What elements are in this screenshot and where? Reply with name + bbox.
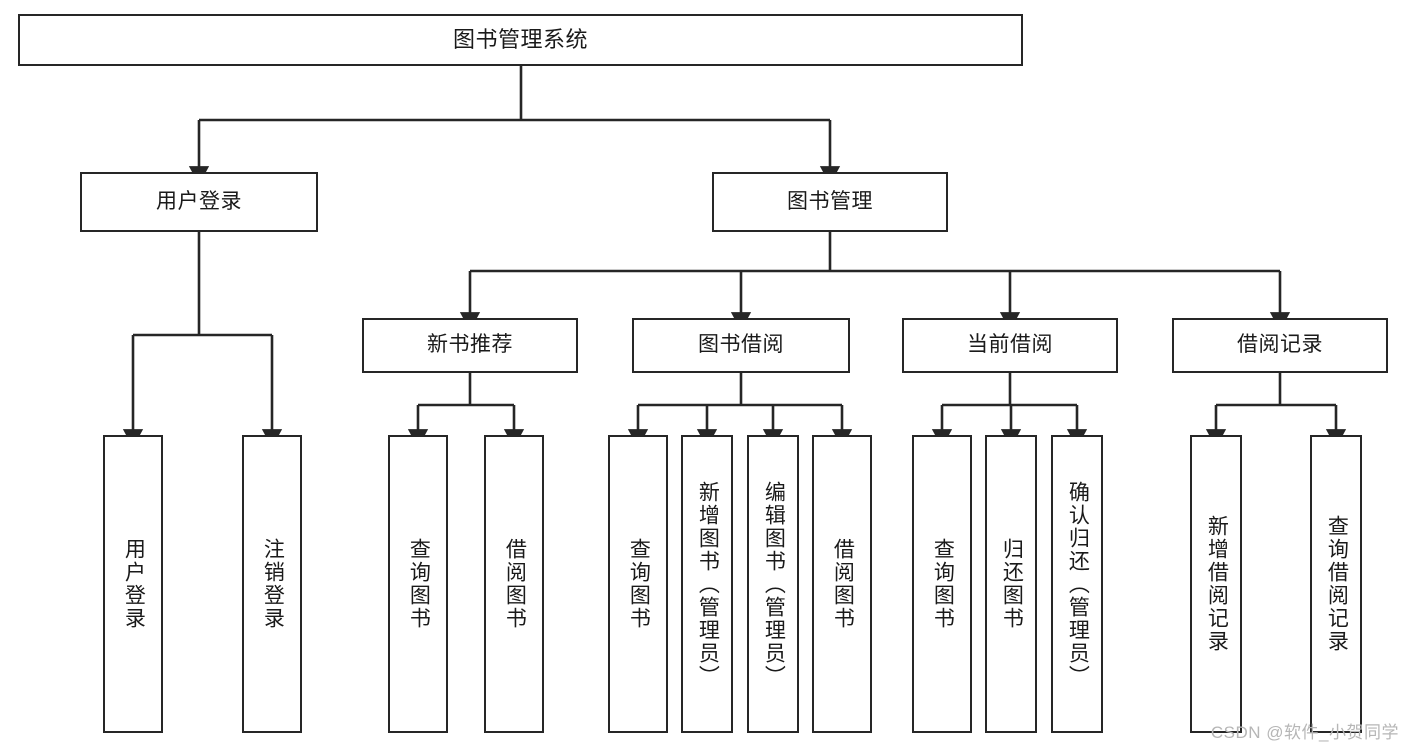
node-label-book-borrow: 图书借阅 <box>698 333 784 357</box>
node-label-leaf-q-book-1: 查询图书 <box>407 538 431 630</box>
node-user-login[interactable]: 用户登录 <box>80 172 318 232</box>
node-label-leaf-edit-book: 编辑图书（管理员） <box>762 480 786 688</box>
node-leaf-add-book[interactable]: 新增图书（管理员） <box>681 435 733 733</box>
node-leaf-q-book-1[interactable]: 查询图书 <box>388 435 448 733</box>
node-label-user-login: 用户登录 <box>156 189 242 213</box>
node-label-borrow-record: 借阅记录 <box>1237 333 1323 357</box>
node-leaf-borrow-2[interactable]: 借阅图书 <box>812 435 872 733</box>
node-label-leaf-user-login: 用户登录 <box>122 538 146 630</box>
node-leaf-borrow-1[interactable]: 借阅图书 <box>484 435 544 733</box>
node-label-leaf-borrow-1: 借阅图书 <box>503 538 527 630</box>
node-leaf-edit-book[interactable]: 编辑图书（管理员） <box>747 435 799 733</box>
node-book-manage[interactable]: 图书管理 <box>712 172 948 232</box>
node-borrow-record[interactable]: 借阅记录 <box>1172 318 1388 373</box>
watermark-label: CSDN @软件_小贺同学 <box>1210 723 1399 742</box>
node-label-root: 图书管理系统 <box>452 27 588 53</box>
node-label-leaf-add-rec: 新增借阅记录 <box>1205 515 1229 653</box>
node-label-leaf-q-book-2: 查询图书 <box>627 538 651 630</box>
node-label-leaf-return: 归还图书 <box>1000 538 1024 630</box>
node-label-current-borrow: 当前借阅 <box>967 333 1053 357</box>
node-label-leaf-conf-ret: 确认归还（管理员） <box>1066 480 1090 688</box>
node-leaf-q-rec[interactable]: 查询借阅记录 <box>1310 435 1362 733</box>
node-leaf-user-login[interactable]: 用户登录 <box>103 435 163 733</box>
node-new-book-rec[interactable]: 新书推荐 <box>362 318 578 373</box>
node-leaf-logout[interactable]: 注销登录 <box>242 435 302 733</box>
node-label-leaf-logout: 注销登录 <box>261 538 285 630</box>
node-leaf-add-rec[interactable]: 新增借阅记录 <box>1190 435 1242 733</box>
node-label-leaf-borrow-2: 借阅图书 <box>831 538 855 630</box>
node-label-leaf-q-book-3: 查询图书 <box>931 538 955 630</box>
node-label-book-manage: 图书管理 <box>787 189 873 213</box>
node-leaf-q-book-2[interactable]: 查询图书 <box>608 435 668 733</box>
node-root[interactable]: 图书管理系统 <box>18 14 1023 66</box>
node-book-borrow[interactable]: 图书借阅 <box>632 318 850 373</box>
connector-edges <box>122 66 1347 448</box>
node-leaf-conf-ret[interactable]: 确认归还（管理员） <box>1051 435 1103 733</box>
node-label-leaf-add-book: 新增图书（管理员） <box>696 480 720 688</box>
node-label-new-book-rec: 新书推荐 <box>427 333 513 357</box>
node-leaf-q-book-3[interactable]: 查询图书 <box>912 435 972 733</box>
node-leaf-return[interactable]: 归还图书 <box>985 435 1037 733</box>
node-label-leaf-q-rec: 查询借阅记录 <box>1325 515 1349 653</box>
node-current-borrow[interactable]: 当前借阅 <box>902 318 1118 373</box>
